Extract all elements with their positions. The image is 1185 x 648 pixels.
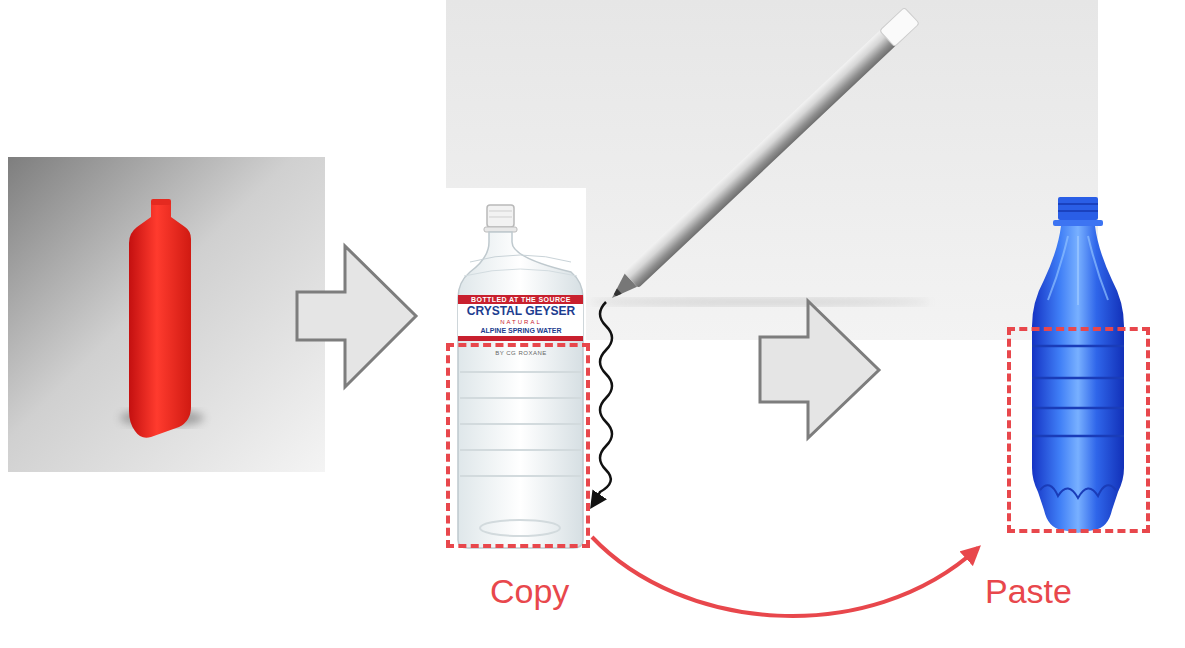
dashed-region: Paste bbox=[980, 327, 1150, 615]
bottle-label-text: BOTTLED AT THE SOURCE bbox=[456, 296, 586, 303]
bottle-label-text: BY CG ROXANE bbox=[456, 350, 586, 356]
copy-paste-arrow bbox=[592, 537, 978, 616]
dashed-region: Copy bbox=[446, 343, 590, 615]
step-label: Copy bbox=[490, 573, 569, 610]
bottle-label-text: ALPINE SPRING WATER bbox=[456, 327, 586, 334]
bottle-label-text: NATURAL bbox=[456, 319, 586, 325]
dashed-frame bbox=[1007, 327, 1150, 533]
step-label: Paste bbox=[985, 573, 1072, 610]
dashed-frame bbox=[446, 343, 590, 548]
bottle-label-text: CRYSTAL GEYSER bbox=[456, 305, 586, 317]
